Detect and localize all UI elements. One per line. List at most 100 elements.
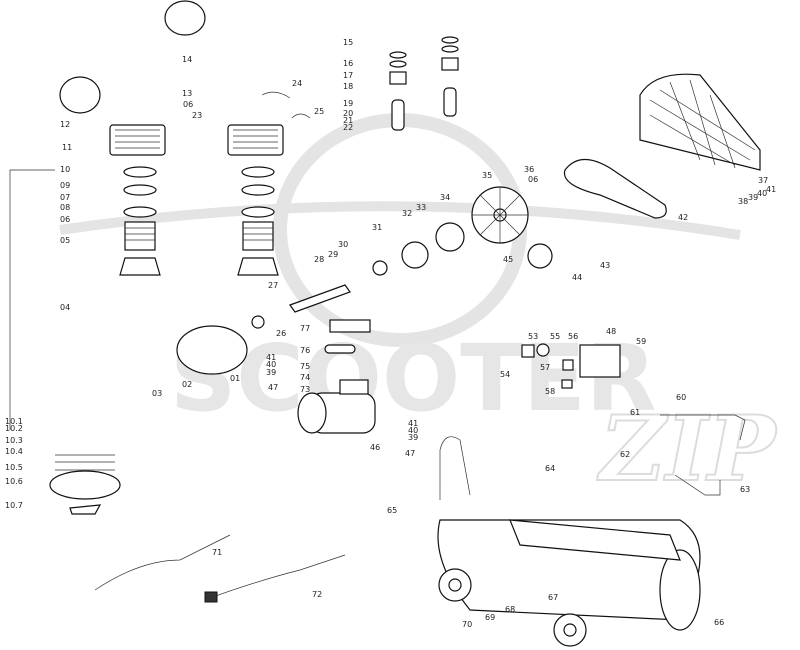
label-28: 28 xyxy=(314,255,324,264)
cable-71 xyxy=(94,534,231,591)
ring-left-1 xyxy=(389,51,407,59)
watermark: SCOOTER ZIP xyxy=(59,113,779,503)
label-32: 32 xyxy=(402,209,412,218)
belt-guard-37 xyxy=(639,73,761,171)
label-38: 38 xyxy=(738,197,748,206)
label-34: 34 xyxy=(440,193,450,202)
valve-plate-right xyxy=(241,184,275,196)
tank-mount-plate xyxy=(509,519,681,561)
label-75: 75 xyxy=(300,362,310,371)
label-11: 11 xyxy=(62,143,72,152)
right-cylinder-assembly xyxy=(164,0,311,276)
head-fins-left xyxy=(115,129,160,149)
ring-left-2 xyxy=(389,60,407,68)
label-25: 25 xyxy=(314,107,324,116)
cylinder-head-right xyxy=(227,124,284,156)
label-09: 09 xyxy=(60,181,70,190)
filter-layers xyxy=(55,454,115,471)
label-67: 67 xyxy=(548,593,558,602)
cylinder-right xyxy=(242,221,274,251)
label-53: 53 xyxy=(528,332,538,341)
label-19: 19 xyxy=(343,99,353,108)
conrod-left xyxy=(391,99,405,131)
label-41c: 41 xyxy=(408,419,418,428)
belt-guard-assembly xyxy=(563,73,761,219)
crankshaft xyxy=(289,284,351,313)
label-35: 35 xyxy=(482,171,492,180)
seal-26 xyxy=(251,315,265,329)
ring-right-2 xyxy=(441,45,459,53)
label-10-6: 10.6 xyxy=(5,477,23,486)
cylinder-fins-left xyxy=(125,227,155,241)
conrod-right xyxy=(443,87,457,117)
label-71: 71 xyxy=(212,548,222,557)
label-55: 55 xyxy=(550,332,560,341)
part-labels: 14 13 06 23 12 24 25 11 10 09 07 08 06 0… xyxy=(5,38,776,629)
label-57: 57 xyxy=(540,363,550,372)
label-20: 20 xyxy=(343,109,353,118)
label-73: 73 xyxy=(300,385,310,394)
label-14: 14 xyxy=(182,55,192,64)
label-76: 76 xyxy=(300,346,310,355)
label-56: 56 xyxy=(568,332,578,341)
label-07: 07 xyxy=(60,193,70,202)
label-54: 54 xyxy=(500,370,510,379)
label-03: 03 xyxy=(152,389,162,398)
piston-left xyxy=(389,71,407,85)
label-33: 33 xyxy=(416,203,426,212)
label-17: 17 xyxy=(343,71,353,80)
label-26: 26 xyxy=(276,329,286,338)
label-69: 69 xyxy=(485,613,495,622)
label-29: 29 xyxy=(328,250,338,259)
label-48: 48 xyxy=(606,327,616,336)
label-41: 41 xyxy=(766,185,776,194)
label-37: 37 xyxy=(758,176,768,185)
cables xyxy=(94,534,346,603)
motor-assembly xyxy=(297,319,376,434)
label-16: 16 xyxy=(343,59,353,68)
label-05: 05 xyxy=(60,236,70,245)
bearing-housing-32 xyxy=(435,222,465,252)
label-45: 45 xyxy=(503,255,513,264)
label-10-7: 10.7 xyxy=(5,501,23,510)
fitting-55 xyxy=(536,343,550,357)
label-77: 77 xyxy=(300,324,310,333)
label-40: 40 xyxy=(757,189,767,198)
label-18: 18 xyxy=(343,82,353,91)
label-44: 44 xyxy=(572,273,582,282)
gauge-53 xyxy=(521,344,535,358)
pressure-switch-48 xyxy=(579,344,621,378)
label-22: 22 xyxy=(343,123,353,132)
label-23: 23 xyxy=(192,111,202,120)
valve-plate-left xyxy=(123,184,157,196)
label-68: 68 xyxy=(505,605,515,614)
label-27: 27 xyxy=(268,281,278,290)
filter-disc-10-6 xyxy=(49,470,121,500)
label-30: 30 xyxy=(338,240,348,249)
label-13: 13 xyxy=(182,89,192,98)
capacitor-76 xyxy=(324,344,356,354)
ring-right-1 xyxy=(441,36,459,44)
motor-terminal-box xyxy=(339,379,369,395)
label-01: 01 xyxy=(230,374,240,383)
label-08: 08 xyxy=(60,203,70,212)
label-47: 47 xyxy=(268,383,278,392)
label-60: 60 xyxy=(676,393,686,402)
label-70: 70 xyxy=(462,620,472,629)
pipe-25 xyxy=(291,113,311,119)
label-63: 63 xyxy=(740,485,750,494)
pipe-24 xyxy=(261,91,291,99)
label-41b: 41 xyxy=(266,353,276,362)
gasket-right-1 xyxy=(241,166,275,178)
label-39b: 39 xyxy=(266,368,276,377)
label-61: 61 xyxy=(630,408,640,417)
base-gasket-right xyxy=(237,257,279,276)
label-62: 62 xyxy=(620,450,630,459)
label-40b: 40 xyxy=(266,360,276,369)
left-cylinder-assembly xyxy=(59,76,166,276)
label-06b: 06 xyxy=(60,215,70,224)
label-12: 12 xyxy=(60,120,70,129)
label-10-4: 10.4 xyxy=(5,447,23,456)
head-fins-right xyxy=(233,129,278,149)
